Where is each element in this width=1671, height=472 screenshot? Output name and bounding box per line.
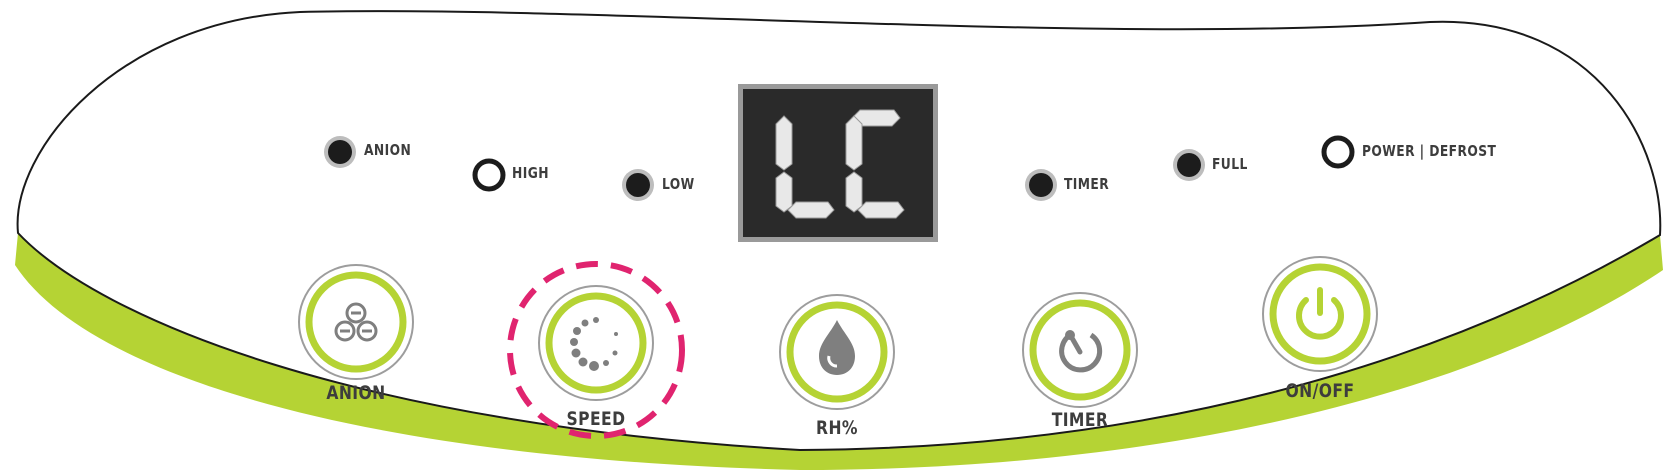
rh-button-label: RH%	[816, 417, 858, 439]
timer-icon	[1059, 330, 1103, 373]
timer-button-label: TIMER	[1051, 409, 1109, 431]
indicator-anion-label: ANION	[364, 141, 412, 159]
indicator-timer-label: TIMER	[1064, 175, 1110, 193]
rh-button[interactable]	[780, 295, 894, 409]
indicator-low-label: LOW	[662, 175, 695, 193]
indicator-timer-led	[1025, 169, 1057, 201]
anion-button-label: ANION	[326, 382, 386, 404]
anion-button-graphic	[298, 264, 414, 380]
rh-button-graphic	[779, 294, 895, 410]
display-char-c	[845, 109, 905, 219]
water-drop-icon	[819, 320, 855, 375]
indicator-power-led	[1321, 135, 1355, 169]
panel-green-band	[15, 233, 1663, 470]
onoff-button-label: ON/OFF	[1285, 380, 1355, 402]
indicator-full-led	[1173, 149, 1205, 181]
speed-dots-icon	[570, 317, 618, 371]
speed-highlight-ring	[507, 261, 685, 439]
speed-button-label: SPEED	[566, 408, 626, 430]
timer-button[interactable]	[1023, 293, 1137, 407]
indicator-power-label: POWER | DEFROST	[1362, 142, 1497, 160]
speed-button[interactable]	[539, 286, 653, 400]
timer-button-graphic	[1022, 292, 1138, 408]
indicator-high-led	[472, 158, 506, 192]
led-display	[738, 84, 938, 242]
indicator-anion-led	[324, 136, 356, 168]
speed-button-graphic	[538, 285, 654, 401]
display-char-l	[775, 115, 835, 219]
anion-icon	[334, 302, 378, 342]
onoff-button[interactable]	[1263, 257, 1377, 371]
power-icon	[1296, 287, 1344, 340]
anion-button[interactable]	[299, 265, 413, 379]
indicator-high-label: HIGH	[512, 164, 549, 182]
indicator-full-label: FULL	[1212, 155, 1248, 173]
indicator-low-led	[622, 169, 654, 201]
onoff-button-graphic	[1262, 256, 1378, 372]
